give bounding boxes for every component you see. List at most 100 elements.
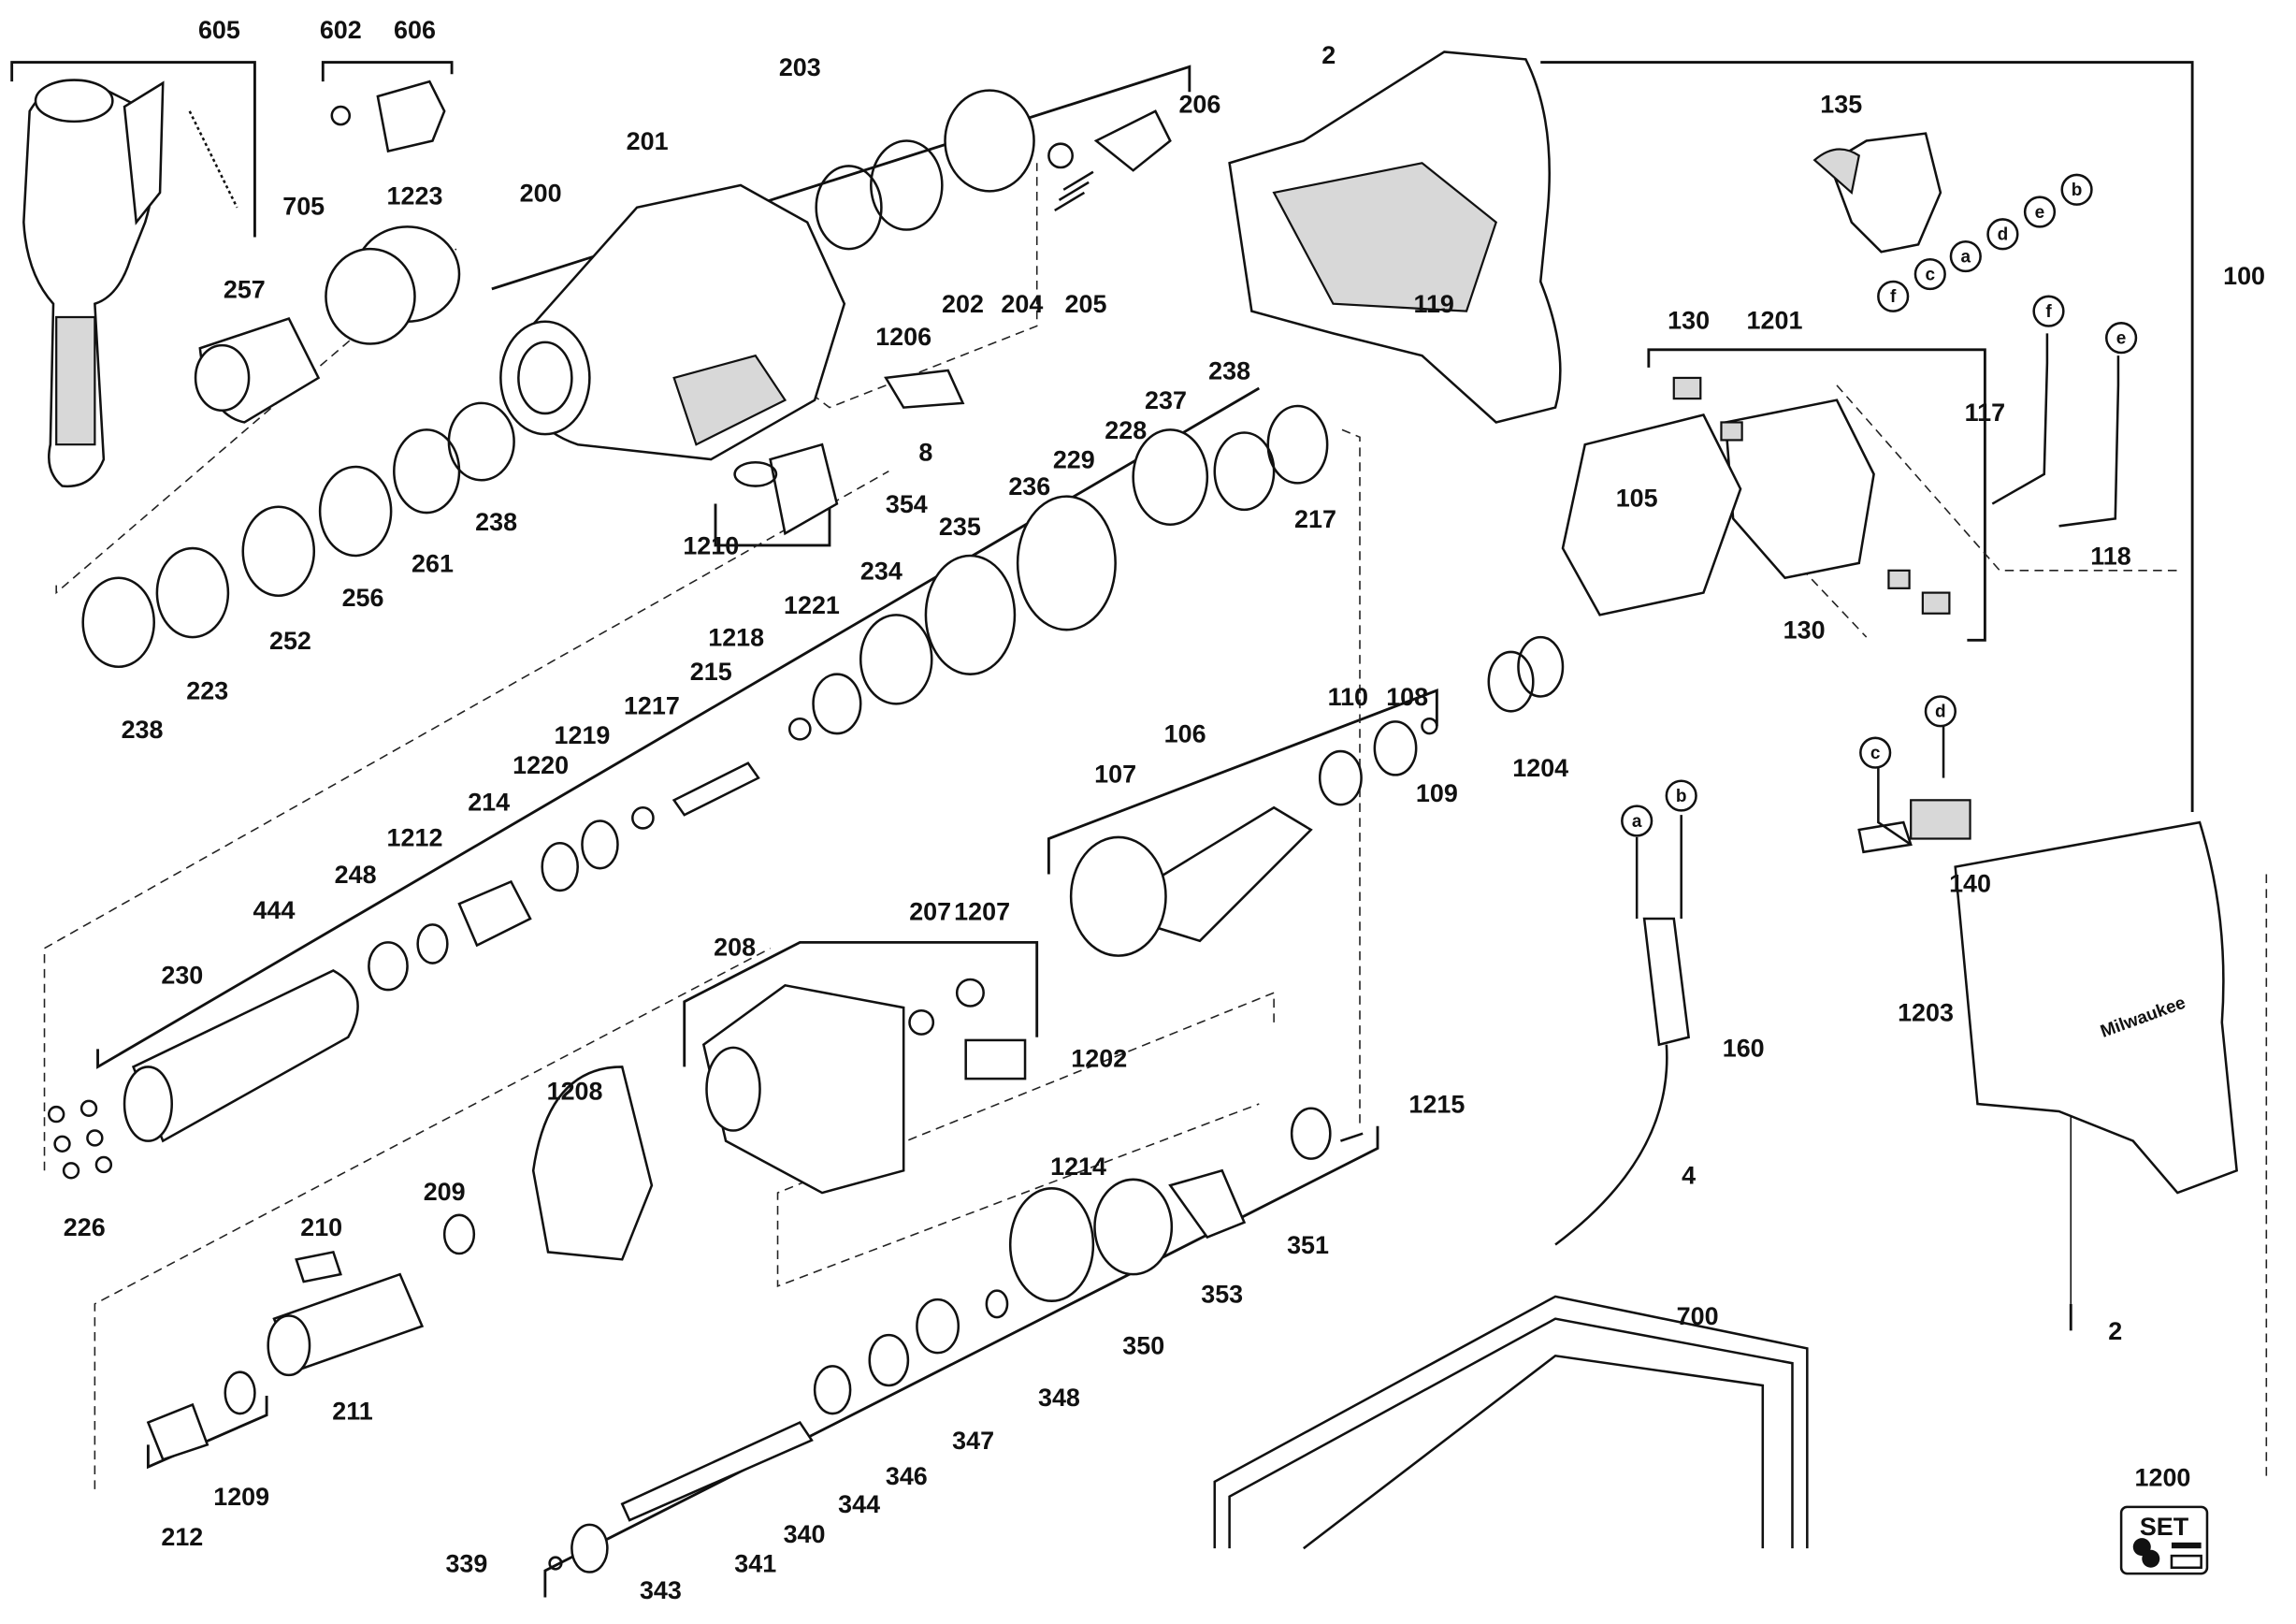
part-label-117: 117 bbox=[1965, 399, 2005, 427]
part-label-118: 118 bbox=[2090, 542, 2130, 570]
letter-callout-circle bbox=[2060, 173, 2093, 206]
part-label-347: 347 bbox=[952, 1427, 994, 1455]
part-label-238: 238 bbox=[122, 716, 164, 744]
set-badge-text: SET bbox=[2140, 1513, 2189, 1541]
letter-callout-circle bbox=[2023, 196, 2057, 228]
part-label-344: 344 bbox=[838, 1490, 880, 1518]
part-label-207: 207 bbox=[909, 898, 951, 926]
part-label-248: 248 bbox=[335, 861, 377, 889]
rings-upper bbox=[48, 89, 1329, 1180]
part-label-160: 160 bbox=[1723, 1034, 1765, 1062]
part-label-203: 203 bbox=[779, 53, 821, 81]
part-label-208: 208 bbox=[714, 934, 756, 962]
wire-letter-b: b bbox=[1676, 787, 1687, 806]
part-label-602: 602 bbox=[320, 16, 362, 44]
wire-letter-b: b bbox=[2072, 181, 2083, 200]
part-label-348: 348 bbox=[1038, 1384, 1080, 1412]
part-label-135: 135 bbox=[1820, 90, 1862, 118]
part-label-261: 261 bbox=[412, 549, 454, 577]
part-label-2: 2 bbox=[1321, 41, 1336, 69]
wire-letter-a: a bbox=[1632, 812, 1642, 832]
part-label-130: 130 bbox=[1783, 616, 1826, 645]
part-label-1221: 1221 bbox=[784, 591, 840, 619]
part-label-605: 605 bbox=[198, 16, 240, 44]
part-label-110: 110 bbox=[1328, 683, 1368, 711]
part-label-252: 252 bbox=[269, 627, 311, 655]
part-label-1210: 1210 bbox=[683, 531, 739, 559]
letter-callout-circle bbox=[1913, 257, 1946, 291]
part-label-1217: 1217 bbox=[624, 691, 680, 719]
flange-parts bbox=[146, 978, 1364, 1573]
wire-letter-f: f bbox=[1890, 287, 1897, 307]
part-label-8: 8 bbox=[918, 439, 932, 467]
part-label-217: 217 bbox=[1294, 505, 1336, 533]
letter-callout-circle bbox=[1924, 695, 1957, 728]
wire-letter-d: d bbox=[1935, 703, 1946, 722]
letter-callout-circle bbox=[2032, 295, 2065, 327]
letter-callout-circle bbox=[1986, 218, 2019, 251]
part-label-204: 204 bbox=[1001, 290, 1043, 318]
wire-letter-c: c bbox=[1925, 265, 1935, 284]
part-label-1208: 1208 bbox=[547, 1077, 603, 1105]
side-handle bbox=[22, 79, 238, 488]
part-label-1207: 1207 bbox=[954, 898, 1010, 926]
part-label-350: 350 bbox=[1122, 1332, 1164, 1360]
part-label-212: 212 bbox=[161, 1523, 203, 1551]
part-label-214: 214 bbox=[468, 788, 510, 816]
part-label-257: 257 bbox=[224, 275, 266, 303]
part-label-210: 210 bbox=[300, 1213, 342, 1241]
part-label-230: 230 bbox=[161, 962, 203, 990]
part-label-109: 109 bbox=[1416, 779, 1458, 807]
part-label-205: 205 bbox=[1065, 290, 1107, 318]
part-label-1219: 1219 bbox=[555, 721, 611, 749]
part-label-201: 201 bbox=[627, 127, 669, 155]
part-label-4: 4 bbox=[1682, 1162, 1696, 1190]
motor-parts bbox=[1069, 376, 1971, 957]
part-label-229: 229 bbox=[1053, 446, 1095, 474]
wire-letter-c: c bbox=[1870, 744, 1881, 763]
part-label-1218: 1218 bbox=[708, 624, 764, 652]
part-label-234: 234 bbox=[860, 557, 903, 585]
part-label-353: 353 bbox=[1201, 1280, 1243, 1308]
part-label-1206: 1206 bbox=[875, 323, 931, 351]
part-label-341: 341 bbox=[734, 1550, 776, 1578]
part-label-705: 705 bbox=[282, 193, 325, 221]
part-label-1212: 1212 bbox=[387, 823, 443, 851]
part-label-140: 140 bbox=[1949, 870, 1991, 898]
part-label-340: 340 bbox=[784, 1520, 826, 1548]
part-label-1223: 1223 bbox=[387, 182, 443, 210]
part-label-200: 200 bbox=[520, 179, 562, 207]
wire-letter-a: a bbox=[1961, 247, 1971, 267]
part-label-235: 235 bbox=[939, 513, 981, 541]
wire-letter-f: f bbox=[2045, 302, 2052, 322]
part-label-228: 228 bbox=[1105, 416, 1147, 444]
part-label-238: 238 bbox=[475, 508, 517, 536]
part-label-215: 215 bbox=[690, 658, 732, 686]
part-label-1203: 1203 bbox=[1898, 998, 1954, 1026]
carry-case bbox=[1213, 1295, 1809, 1550]
part-label-1204: 1204 bbox=[1512, 754, 1568, 782]
part-label-106: 106 bbox=[1164, 720, 1206, 748]
part-label-1202: 1202 bbox=[1071, 1044, 1127, 1072]
gear-housing bbox=[499, 183, 846, 536]
part-label-346: 346 bbox=[886, 1462, 928, 1490]
part-label-1209: 1209 bbox=[213, 1483, 269, 1511]
letter-callout-circle bbox=[1949, 239, 1982, 273]
part-label-1200: 1200 bbox=[2135, 1464, 2191, 1492]
part-label-339: 339 bbox=[445, 1550, 487, 1578]
part-label-2: 2 bbox=[2108, 1317, 2122, 1345]
letter-callout-circle bbox=[1859, 736, 1892, 769]
part-label-236: 236 bbox=[1008, 472, 1050, 500]
wire-letter-e: e bbox=[2035, 203, 2045, 223]
part-label-105: 105 bbox=[1616, 485, 1658, 513]
part-label-700: 700 bbox=[1677, 1302, 1719, 1330]
part-label-1201: 1201 bbox=[1747, 307, 1803, 335]
part-label-100: 100 bbox=[2223, 262, 2265, 290]
part-label-107: 107 bbox=[1094, 760, 1136, 788]
set-badge: SET bbox=[2119, 1505, 2209, 1575]
part-label-202: 202 bbox=[942, 290, 984, 318]
part-label-606: 606 bbox=[394, 16, 436, 44]
